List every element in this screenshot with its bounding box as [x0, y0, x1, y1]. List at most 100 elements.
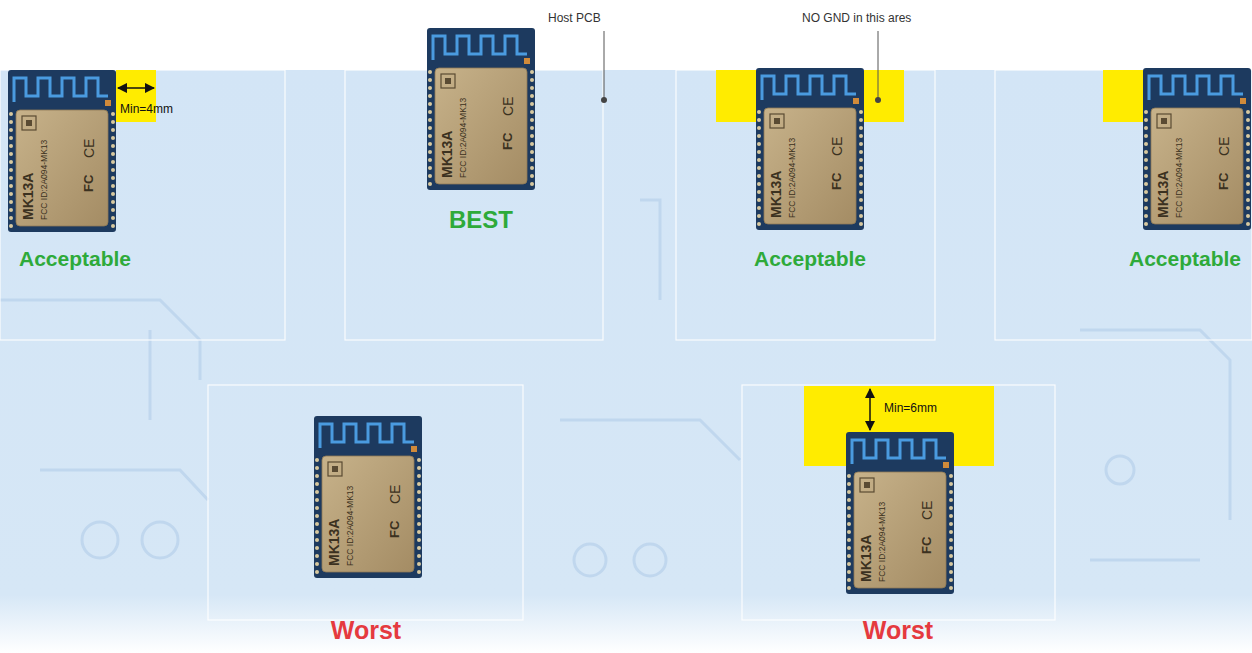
metal-shield — [16, 110, 108, 226]
qr-mark — [445, 78, 451, 84]
castellated-pad — [9, 120, 13, 124]
castellated-pad — [949, 474, 953, 478]
castellated-pad — [859, 134, 863, 138]
module-marking: CE — [388, 485, 402, 504]
castellated-pad — [1246, 134, 1250, 138]
castellated-pad — [315, 538, 319, 542]
castellated-pad — [949, 570, 953, 574]
castellated-pad — [9, 144, 13, 148]
module-marking: FCC ID:2A094-MK13 — [40, 140, 49, 220]
castellated-pad — [428, 110, 432, 114]
castellated-pad — [1246, 222, 1250, 226]
castellated-pad — [847, 562, 851, 566]
metal-shield — [764, 108, 856, 224]
castellated-pad — [859, 222, 863, 226]
castellated-pad — [949, 482, 953, 486]
castellated-pad — [1144, 158, 1148, 162]
module-marking: CE — [82, 139, 96, 158]
castellated-pad — [859, 110, 863, 114]
castellated-pad — [949, 514, 953, 518]
castellated-pad — [949, 498, 953, 502]
castellated-pad — [417, 546, 421, 550]
castellated-pad — [757, 198, 761, 202]
castellated-pad — [417, 522, 421, 526]
castellated-pad — [1246, 198, 1250, 202]
castellated-pad — [9, 208, 13, 212]
castellated-pad — [1144, 126, 1148, 130]
castellated-pad — [428, 158, 432, 162]
castellated-pad — [417, 562, 421, 566]
castellated-pad — [111, 208, 115, 212]
castellated-pad — [757, 158, 761, 162]
castellated-pad — [1144, 206, 1148, 210]
dimension: Min=4mm — [120, 103, 173, 117]
castellated-pad — [111, 112, 115, 116]
castellated-pad — [949, 538, 953, 542]
antenna-pad — [524, 58, 530, 64]
host-pcb — [0, 70, 1252, 653]
antenna-pad — [943, 462, 949, 468]
castellated-pad — [1144, 198, 1148, 202]
castellated-pad — [315, 554, 319, 558]
castellated-pad — [9, 200, 13, 204]
castellated-pad — [859, 166, 863, 170]
castellated-pad — [9, 192, 13, 196]
no-gnd-areas — [116, 70, 1143, 466]
castellated-pad — [315, 498, 319, 502]
metal-shield — [854, 472, 946, 588]
castellated-pad — [949, 522, 953, 526]
castellated-pad — [530, 174, 534, 178]
antenna-trace — [320, 424, 414, 448]
module-marking: FCC ID:2A094-MK13 — [346, 486, 355, 566]
rating-label: Acceptable — [1129, 247, 1241, 271]
castellated-pad — [1144, 142, 1148, 146]
module-marking: FC — [501, 133, 514, 150]
antenna-pad — [105, 100, 111, 106]
wifi-module: MK13AFCC ID:2A094-MK13CEFC — [314, 416, 422, 578]
castellated-pad — [859, 142, 863, 146]
module-marking: FCC ID:2A094-MK13 — [459, 98, 468, 178]
castellated-pad — [949, 586, 953, 590]
wifi-module: MK13AFCC ID:2A094-MK13CEFC — [846, 432, 954, 594]
castellated-pad — [1246, 174, 1250, 178]
castellated-pad — [9, 168, 13, 172]
wifi-module: MK13AFCC ID:2A094-MK13CEFC — [1143, 68, 1251, 230]
antenna-trace — [14, 78, 108, 102]
dimension-arrow — [869, 389, 871, 430]
castellated-pad — [757, 150, 761, 154]
castellated-pad — [757, 182, 761, 186]
antenna-pad — [411, 446, 417, 452]
module-marking: MK13A — [21, 173, 35, 220]
castellated-pad — [847, 482, 851, 486]
module-marking: FC — [920, 537, 933, 554]
castellated-pad — [417, 490, 421, 494]
module-marking: FCC ID:2A094-MK13 — [788, 138, 797, 218]
wifi-module: MK13AFCC ID:2A094-MK13CEFC — [427, 28, 535, 190]
castellated-pad — [530, 142, 534, 146]
castellated-pad — [859, 198, 863, 202]
castellated-pad — [530, 150, 534, 154]
castellated-pad — [859, 190, 863, 194]
castellated-pad — [1246, 214, 1250, 218]
castellated-pad — [111, 168, 115, 172]
castellated-pad — [315, 490, 319, 494]
part-name: Host PCB — [548, 12, 601, 26]
castellated-pad — [1246, 142, 1250, 146]
castellated-pad — [1246, 110, 1250, 114]
antenna-pad — [1240, 98, 1246, 104]
castellated-pad — [859, 158, 863, 162]
castellated-pad — [9, 128, 13, 132]
castellated-pad — [847, 498, 851, 502]
castellated-pad — [859, 150, 863, 154]
castellated-pad — [757, 110, 761, 114]
wifi-module: MK13AFCC ID:2A094-MK13CEFC — [8, 70, 116, 232]
castellated-pad — [530, 70, 534, 74]
castellated-pad — [9, 176, 13, 180]
castellated-pad — [530, 182, 534, 186]
castellated-pad — [417, 474, 421, 478]
castellated-pad — [847, 514, 851, 518]
castellated-pad — [9, 152, 13, 156]
castellated-pad — [9, 184, 13, 188]
castellated-pad — [315, 562, 319, 566]
